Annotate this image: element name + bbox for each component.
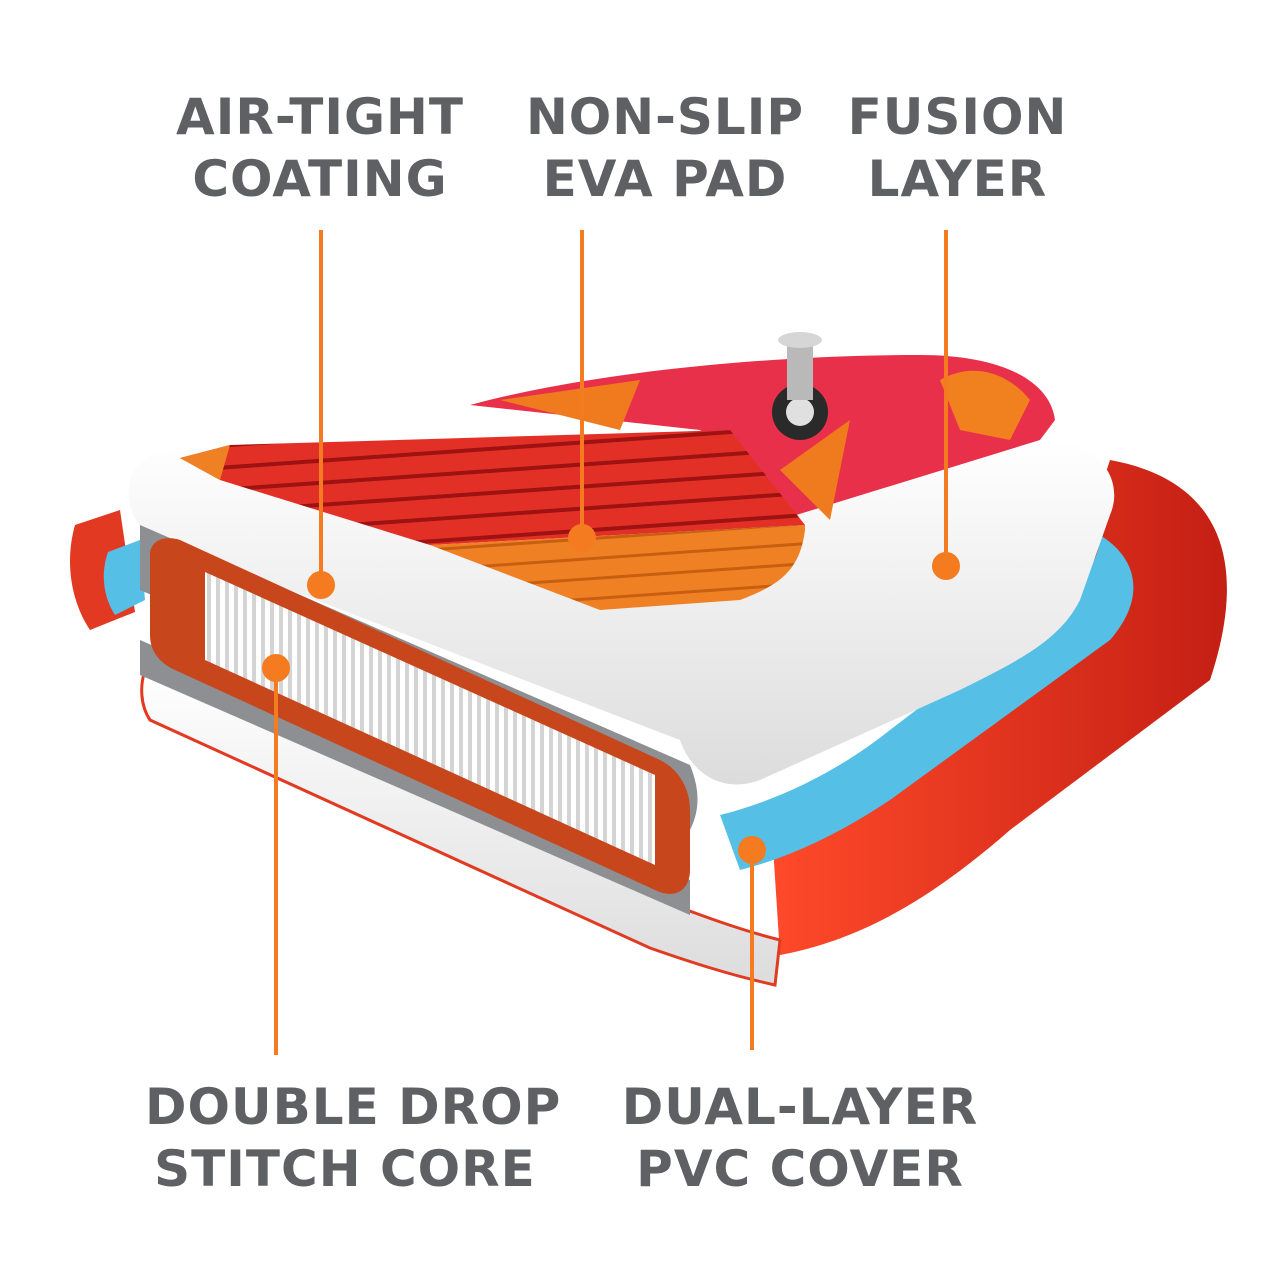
pvc-blue-left: [103, 540, 145, 615]
drop-stitch-fibers: [205, 572, 655, 865]
label-dual-layer-pvc-cover: DUAL-LAYER PVC COVER: [605, 1076, 995, 1200]
dot-pvc: [738, 836, 766, 864]
label-line: COATING: [192, 150, 448, 208]
eva-pad-red: [180, 430, 805, 545]
label-double-drop-stitch-core: DOUBLE DROP STITCH CORE: [145, 1076, 562, 1200]
tiger-graphic: [940, 370, 1030, 440]
eva-pad-orange-top: [180, 445, 230, 480]
dot-core: [262, 654, 290, 682]
label-air-tight-coating: AIR-TIGHT COATING: [170, 86, 470, 210]
label-line: DOUBLE DROP: [145, 1078, 562, 1136]
label-line: LAYER: [867, 150, 1048, 208]
label-line: STITCH CORE: [154, 1140, 536, 1198]
deck-graphic-orange: [500, 380, 850, 520]
valve-stem: [787, 340, 813, 400]
dot-air-tight: [307, 571, 335, 599]
bottom-skin: [140, 667, 782, 987]
dot-fusion: [932, 552, 960, 580]
label-line: AIR-TIGHT: [176, 88, 464, 146]
dot-non-slip: [568, 524, 596, 552]
label-fusion-layer: FUSION LAYER: [820, 86, 1095, 210]
label-line: PVC COVER: [636, 1140, 964, 1198]
label-line: DUAL-LAYER: [621, 1078, 979, 1136]
label-line: EVA PAD: [542, 150, 788, 208]
eva-pad-orange: [430, 525, 805, 610]
label-line: FUSION: [847, 88, 1068, 146]
label-line: NON-SLIP: [525, 88, 805, 146]
label-non-slip-eva-pad: NON-SLIP EVA PAD: [515, 86, 815, 210]
